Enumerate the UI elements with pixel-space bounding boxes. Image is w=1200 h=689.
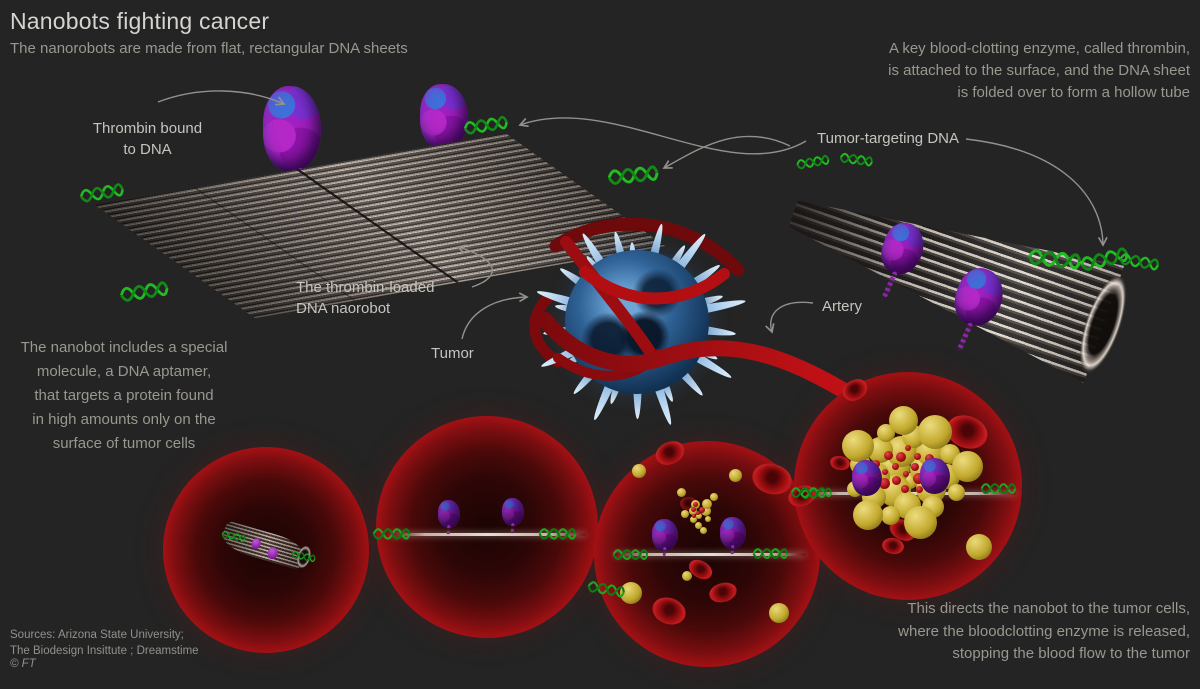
clot-red-cell	[915, 486, 923, 493]
clot-red-cell	[883, 451, 893, 461]
label-tumor-targeting-dna: Tumor-targeting DNA	[817, 130, 959, 147]
clot-platelet	[702, 499, 712, 510]
dna-sheet-edge	[614, 553, 806, 556]
clot-red-cell	[691, 513, 696, 518]
page-title: Nanobots fighting cancer	[10, 8, 270, 34]
thrombin-molecule	[720, 517, 746, 549]
thrombin-molecule	[420, 84, 468, 150]
thrombin-molecule	[438, 500, 460, 528]
label-tumor: Tumor	[431, 345, 474, 362]
thrombin-molecule	[652, 519, 678, 551]
clot-platelet	[947, 484, 965, 502]
dna-sheet-edge	[390, 533, 586, 536]
annotation-bottom-right: This directs the nanobot to the tumor ce…	[898, 600, 1190, 662]
clot-platelet	[841, 429, 874, 462]
clot-red-cell	[892, 475, 902, 485]
platelet-sphere	[769, 603, 789, 623]
platelet-sphere	[632, 464, 646, 478]
label-thrombin-loaded-nanorobot: The thrombin-loaded DNA naorobot	[296, 279, 435, 317]
platelet-sphere	[966, 534, 992, 560]
thrombin-molecule	[852, 460, 882, 496]
clot-red-cell	[892, 463, 900, 470]
clot-red-cell	[882, 468, 888, 475]
clot-platelet	[704, 515, 711, 522]
thrombin-molecule	[920, 458, 950, 494]
clot-platelet	[681, 510, 690, 519]
platelet-sphere	[729, 469, 742, 482]
clot-red-cell	[914, 453, 922, 461]
clot-red-cell	[693, 502, 698, 508]
platelet-sphere	[682, 571, 692, 581]
ft-copyright: © FT	[10, 658, 36, 670]
platelet-sphere	[710, 493, 718, 501]
platelet-sphere	[677, 488, 686, 497]
clot-platelet	[689, 516, 697, 524]
clot-platelet	[881, 505, 900, 525]
clot-platelet	[696, 512, 703, 519]
clot-red-cell	[699, 506, 706, 513]
clot-red-cell	[912, 473, 924, 485]
source-credits: Sources: Arizona State University; The B…	[10, 629, 199, 657]
label-thrombin-bound: Thrombin bound to DNA	[92, 120, 203, 158]
clot-red-cell	[695, 511, 700, 515]
clot-red-cell	[900, 484, 909, 493]
clot-platelet	[888, 405, 918, 435]
clot-red-cell	[911, 463, 920, 472]
clot-red-cell	[878, 478, 890, 489]
platelet-sphere	[700, 527, 707, 534]
page-subtitle: The nanorobots are made from flat, recta…	[10, 40, 408, 57]
vessel-cross-section-1	[163, 447, 369, 653]
clot-platelet	[700, 506, 711, 517]
clot-platelet	[853, 500, 883, 531]
clot-red-cell	[895, 451, 906, 462]
clot-platelet	[917, 414, 952, 449]
clot-platelet	[694, 521, 702, 529]
clot-red-cell	[902, 471, 909, 478]
label-artery: Artery	[822, 298, 863, 315]
annotation-left: The nanobot includes a special molecule,…	[20, 339, 228, 452]
clot-platelet	[904, 505, 938, 539]
clot-red-cell	[905, 444, 912, 451]
thrombin-molecule	[502, 498, 524, 526]
clot-platelet	[951, 450, 983, 482]
vessel-cross-section-2	[376, 416, 598, 638]
clot-red-cell	[690, 506, 696, 512]
annotation-top-right: A key blood-clotting enzyme, called thro…	[888, 40, 1190, 101]
